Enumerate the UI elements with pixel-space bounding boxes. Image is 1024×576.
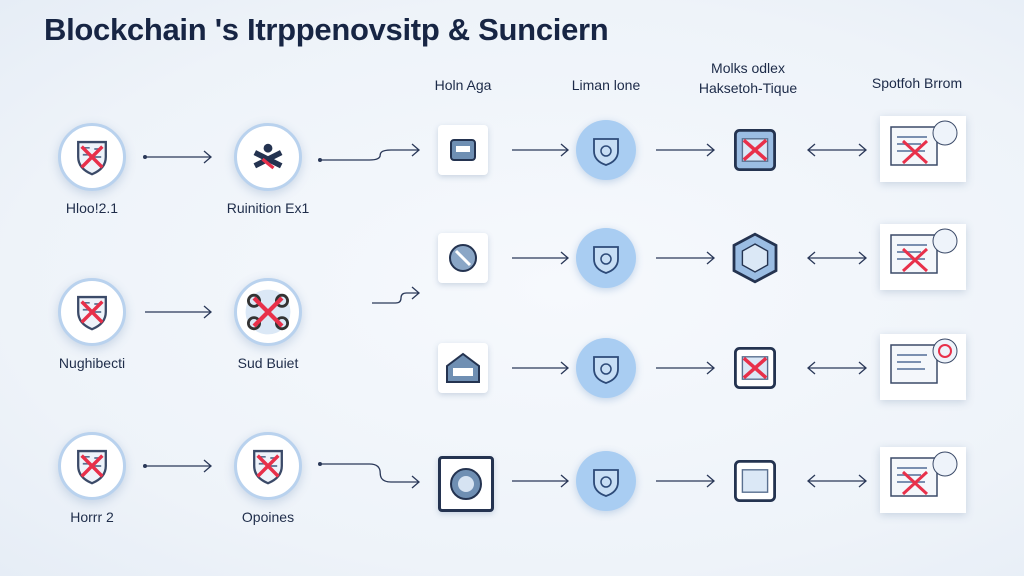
node-label: Opoines <box>241 509 295 525</box>
arrow <box>652 120 718 180</box>
double-arrow <box>804 451 870 511</box>
illustration-card[interactable] <box>880 334 966 400</box>
node-1[interactable] <box>58 123 126 191</box>
double-arrow <box>804 228 870 288</box>
node-3[interactable] <box>58 432 126 500</box>
node-6[interactable] <box>234 432 302 500</box>
network-cross-icon <box>240 284 296 340</box>
security-badge[interactable] <box>727 340 783 396</box>
illustration-card[interactable] <box>880 116 966 182</box>
diagram-title: Blockchain 's Itrppenovsitp & Sunciern <box>44 12 609 47</box>
security-badge[interactable] <box>727 230 783 286</box>
arrow <box>141 127 215 187</box>
arrow <box>652 338 718 398</box>
crystal-icon <box>589 351 623 385</box>
arrow <box>316 120 423 180</box>
arrow <box>141 436 215 496</box>
blocked-icon <box>727 453 783 509</box>
security-badge[interactable] <box>727 122 783 178</box>
app-tile[interactable] <box>438 125 488 175</box>
devices-icon <box>589 464 623 498</box>
coin-icon <box>448 466 484 502</box>
shield-cross-icon <box>69 443 115 489</box>
security-badge[interactable] <box>727 453 783 509</box>
blocked-icon <box>727 122 783 178</box>
blue-node[interactable] <box>576 228 636 288</box>
document-icon <box>589 241 623 275</box>
node-label: Nughibecti <box>58 355 126 371</box>
node-label: Horrr 2 <box>70 509 114 525</box>
hexagon-icon <box>727 230 783 286</box>
node-label: Ruinition Ex1 <box>226 200 310 216</box>
no-entry-icon <box>447 242 479 274</box>
arrow <box>141 282 215 342</box>
arrow <box>652 228 718 288</box>
arrow <box>508 120 572 180</box>
house-icon <box>443 350 483 386</box>
shield-cross-icon <box>245 443 291 489</box>
node-5[interactable] <box>234 278 302 346</box>
tools-icon <box>246 135 290 179</box>
shield-cross-icon <box>69 289 115 335</box>
blue-node[interactable] <box>576 120 636 180</box>
app-tile[interactable] <box>438 343 488 393</box>
blocked-icon <box>727 340 783 396</box>
document-cross-icon <box>883 119 963 179</box>
app-tile[interactable] <box>438 233 488 283</box>
document-cross-icon <box>883 450 963 510</box>
shield-cross-icon <box>69 134 115 180</box>
column-header: Holn Aga <box>434 77 492 93</box>
node-label: Hloo!2.1 <box>65 200 119 216</box>
arrow <box>652 451 718 511</box>
node-4[interactable] <box>234 123 302 191</box>
arrow <box>368 263 423 323</box>
document-cross-icon <box>883 227 963 287</box>
illustration-card[interactable] <box>880 224 966 290</box>
column-header: Spotfoh Brrom <box>871 75 963 91</box>
arrow <box>508 228 572 288</box>
blue-node[interactable] <box>576 338 636 398</box>
app-tile[interactable] <box>438 456 494 512</box>
blue-node[interactable] <box>576 451 636 511</box>
node-label: Sud Buiet <box>237 355 299 371</box>
arrow <box>508 338 572 398</box>
illustration-card[interactable] <box>880 447 966 513</box>
document-cross-icon <box>883 337 963 397</box>
double-arrow <box>804 120 870 180</box>
wallet-icon <box>448 135 478 165</box>
column-header: Liman lone <box>571 77 641 93</box>
arrow <box>316 452 423 512</box>
double-arrow <box>804 338 870 398</box>
arrow <box>508 451 572 511</box>
node-2[interactable] <box>58 278 126 346</box>
shield-icon <box>589 133 623 167</box>
